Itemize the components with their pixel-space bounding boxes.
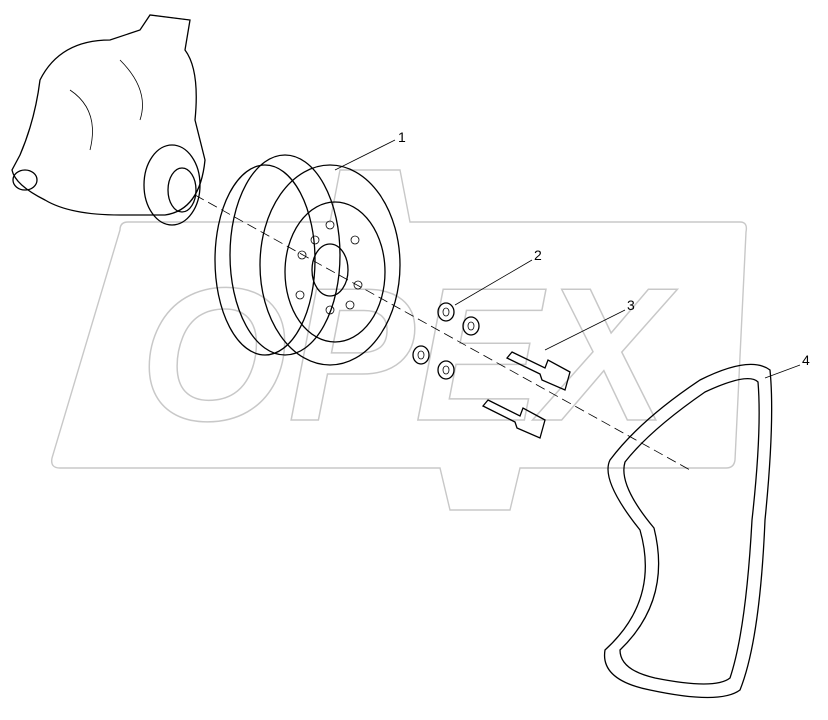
callout-number: 4 — [802, 352, 810, 368]
callout-number: 1 — [398, 129, 406, 145]
pulley — [214, 154, 401, 366]
callout-4: 4 — [764, 352, 810, 379]
axis-line — [194, 194, 691, 471]
water-pump — [11, 14, 206, 226]
callout-1: 1 — [334, 129, 406, 171]
belt — [603, 363, 773, 699]
opex-watermark: OPEX — [50, 169, 748, 511]
bolts — [481, 351, 571, 439]
washers — [412, 302, 480, 380]
callout-number: 2 — [534, 247, 542, 263]
callout-number: 3 — [627, 297, 635, 313]
callout-2: 2 — [454, 247, 542, 306]
watermark-text: OPEX — [140, 249, 678, 461]
callout-3: 3 — [544, 297, 635, 351]
